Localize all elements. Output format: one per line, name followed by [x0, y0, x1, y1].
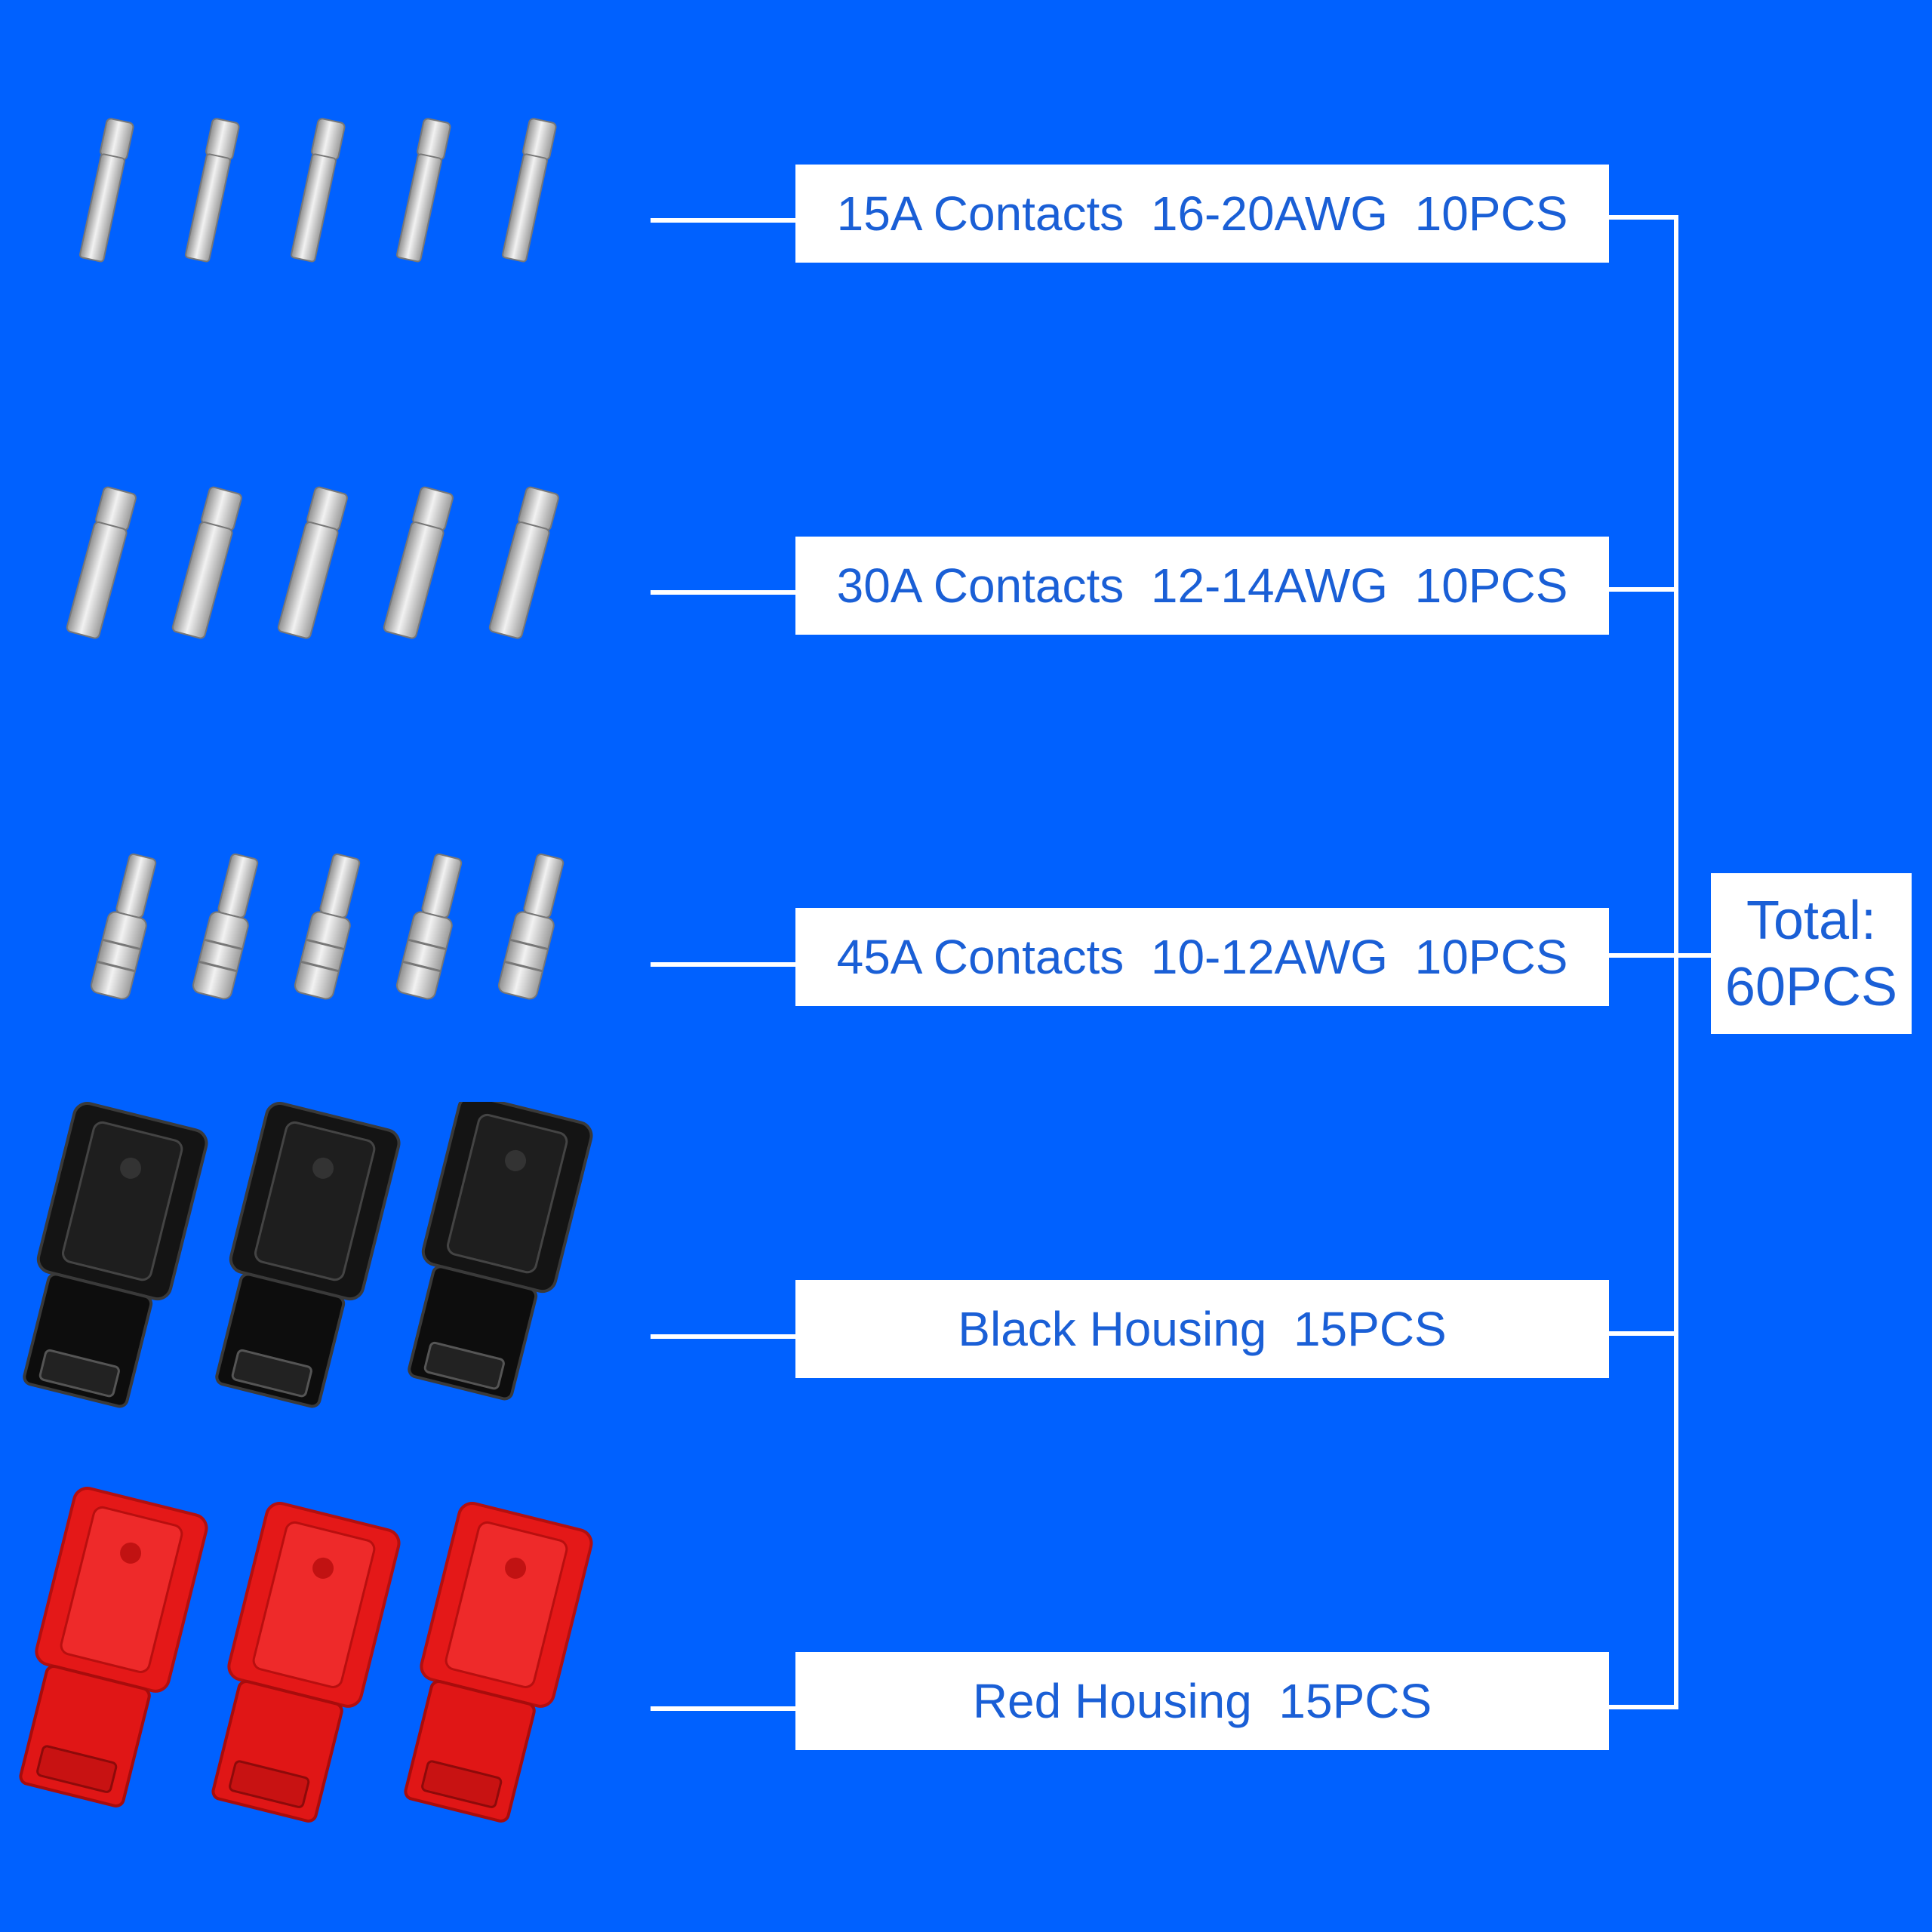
black-housing-icon	[215, 1102, 401, 1408]
contact-pin-icon	[79, 118, 134, 263]
bracket-stub-1	[1609, 215, 1678, 220]
red-housing-icon	[211, 1502, 401, 1823]
contact-pin-icon	[488, 486, 559, 639]
contact-pin-icon	[396, 118, 451, 263]
connector-line-5	[651, 1706, 795, 1711]
contact-pin-icon	[66, 486, 137, 639]
connector-line-1	[651, 218, 795, 223]
label-45a-contacts: 45A Contacts 10-12AWG 10PCS	[795, 908, 1609, 1006]
bracket-to-total	[1674, 953, 1711, 958]
red-housing-icon	[19, 1487, 208, 1807]
red-housing-icon	[404, 1502, 593, 1823]
contact-pin-icon	[497, 853, 565, 1000]
total-box: Total: 60PCS	[1711, 873, 1912, 1034]
label-30a-contacts: 30A Contacts 12-14AWG 10PCS	[795, 537, 1609, 635]
bracket-stub-5	[1609, 1705, 1678, 1709]
contact-pin-icon	[502, 118, 557, 263]
bracket-vertical	[1674, 215, 1678, 1709]
black-housing-row	[23, 1102, 593, 1408]
contact-pin-icon	[291, 118, 346, 263]
contacts-30a-row	[66, 486, 559, 639]
contacts-15a-row	[79, 118, 557, 263]
bracket-stub-2	[1609, 587, 1678, 592]
contact-pin-icon	[171, 486, 242, 639]
black-housing-icon	[408, 1102, 593, 1401]
bracket-stub-3	[1609, 953, 1678, 958]
contact-pin-icon	[383, 486, 454, 639]
contact-pin-icon	[185, 118, 240, 263]
label-black-housing: Black Housing 15PCS	[795, 1280, 1609, 1378]
contact-pin-icon	[395, 853, 463, 1000]
contact-pin-icon	[277, 486, 348, 639]
contact-pin-icon	[294, 853, 361, 1000]
connector-line-2	[651, 590, 795, 595]
contact-pin-icon	[90, 853, 157, 1000]
connector-line-4	[651, 1334, 795, 1339]
contact-pin-icon	[192, 853, 259, 1000]
total-label: Total:	[1746, 890, 1877, 951]
bracket-stub-4	[1609, 1331, 1678, 1336]
black-housing-icon	[23, 1102, 208, 1408]
red-housing-row	[19, 1487, 593, 1823]
label-15a-contacts: 15A Contacts 16-20AWG 10PCS	[795, 165, 1609, 263]
label-red-housing: Red Housing 15PCS	[795, 1652, 1609, 1750]
contacts-45a-row	[90, 853, 565, 1000]
connector-line-3	[651, 962, 795, 967]
total-value: 60PCS	[1724, 956, 1898, 1017]
